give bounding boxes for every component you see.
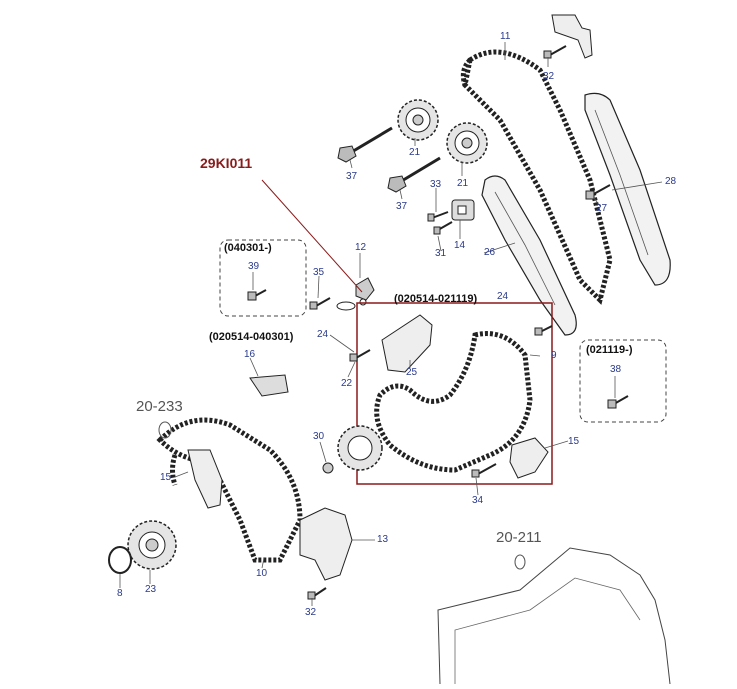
top-bracket [551,14,593,59]
variant-date-020514-040301: (020514-040301) [209,331,294,343]
callout-32-top: 32 [543,71,555,82]
variant-box-021119 [579,339,667,423]
callout-39: 39 [248,261,260,272]
part-16-plate [249,374,289,397]
bolt-24-right [534,325,553,336]
highlight-box [356,302,553,485]
variant-date-040301: (040301-) [224,242,272,254]
ref-oval-20-233 [158,421,172,439]
ref-oval-20-211 [514,554,526,570]
cam-sprocket-21b [446,122,488,164]
callout-26: 26 [484,247,496,258]
bolt-35 [309,297,331,310]
callout-21-a: 21 [409,147,421,158]
bolt-31 [433,221,453,235]
engine-block-outline [437,547,671,685]
bolt-32-top [543,45,567,59]
callout-27: 27 [596,203,608,214]
crank-sprocket-23 [127,520,177,570]
callout-37-a: 37 [346,171,358,182]
bolt-32-bottom [307,587,327,600]
callout-25: 25 [406,367,418,378]
bolt-39 [247,289,267,301]
callout-34: 34 [472,495,484,506]
callout-22: 22 [341,378,353,389]
callout-32-bottom: 32 [305,607,317,618]
highlight-part-code: 29KI011 [200,155,253,171]
section-ref-20-211: 20-211 [496,529,542,546]
callout-30: 30 [313,431,325,442]
callout-37-b: 37 [396,201,408,212]
section-ref-20-233: 20-233 [136,398,183,415]
upper-timing-chain [462,49,613,305]
part-13-bracket [299,507,353,581]
part-25-tensioner [381,314,433,373]
callout-13: 13 [377,534,389,545]
callout-8: 8 [117,588,123,599]
callout-15-right: 15 [568,436,580,447]
callout-31: 31 [435,248,447,259]
lower-timing-chain-10 [156,417,303,563]
part-12-guide-pin [336,277,375,311]
variant-box-040301 [219,239,307,317]
callout-12: 12 [355,242,367,253]
bolt-37b [387,156,441,193]
guide-15-right [509,437,549,479]
callout-16: 16 [244,349,256,360]
callout-33: 33 [430,179,442,190]
tensioner-arm-28 [584,92,671,286]
cam-sprocket-21a [397,99,439,141]
callout-28: 28 [665,176,677,187]
bolt-24-left [349,349,371,362]
callout-38: 38 [610,364,622,375]
ring-8 [108,546,132,574]
leader-lines [119,42,663,606]
guide-15-left [187,449,223,509]
bolt-38 [607,395,629,409]
callout-24-right: 24 [497,291,509,302]
oil-pump-chain-9 [374,331,533,473]
callout-15-left: 15 [160,472,172,483]
chain-guide-26 [481,175,577,336]
bolt-37a [337,126,393,163]
variant-date-021119: (021119-) [586,344,633,356]
sprocket-30 [322,425,383,474]
bolt-33 [427,211,449,222]
callout-35: 35 [313,267,325,278]
highlight-leader-line [261,179,363,293]
callout-11: 11 [500,31,511,42]
bolt-27 [585,184,611,200]
callout-10: 10 [256,568,268,579]
callout-14: 14 [454,240,466,251]
chain-tensioner-14 [451,199,475,221]
variant-date-020514-021119: (020514-021119) [394,293,478,305]
callout-23: 23 [145,584,157,595]
callout-21-b: 21 [457,178,469,189]
callout-9: 9 [551,350,557,361]
bolt-34 [471,463,497,478]
callout-24-left: 24 [317,329,329,340]
